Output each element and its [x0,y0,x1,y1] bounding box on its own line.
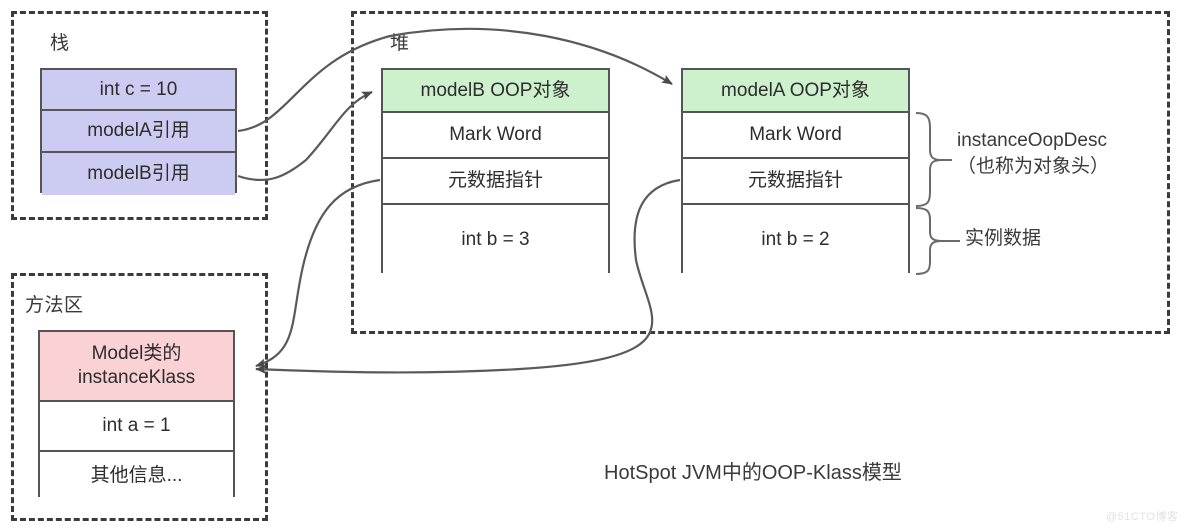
region-stack-label: 栈 [50,33,70,54]
modelA-mark-word: Mark Word [683,113,908,159]
region-method-area [11,273,268,521]
modelB-instance-data: int b = 3 [383,205,608,275]
modelA-oop-header: modelA OOP对象 [683,70,908,113]
modelA-metadata-pointer: 元数据指针 [683,159,908,205]
modelA-oop-object: modelA OOP对象 Mark Word 元数据指针 int b = 2 [681,68,910,275]
stack-cell-modelA-ref: modelA引用 [42,111,235,153]
modelB-oop-object: modelB OOP对象 Mark Word 元数据指针 int b = 3 [381,68,610,275]
stack-cell-modelB-ref: modelB引用 [42,153,235,195]
instanceKlass-int-a: int a = 1 [40,402,233,452]
annotation-instance-oop-desc: instanceOopDesc （也称为对象头） [957,130,1110,177]
region-heap-label: 堆 [390,33,410,54]
modelB-oop-header: modelB OOP对象 [383,70,608,113]
modelA-instance-data: int b = 2 [683,205,908,275]
instanceKlass-header: Model类的 instanceKlass [40,332,233,402]
model-instanceKlass-box: Model类的 instanceKlass int a = 1 其他信息... [38,330,235,499]
stack-frame-box: int c = 10 modelA引用 modelB引用 [40,68,237,195]
stack-cell-int-c: int c = 10 [42,70,235,111]
diagram-caption: HotSpot JVM中的OOP-Klass模型 [604,462,902,484]
annotation-instance-data: 实例数据 [965,228,1042,249]
modelB-metadata-pointer: 元数据指针 [383,159,608,205]
modelB-mark-word: Mark Word [383,113,608,159]
watermark: @51CTO博客 [1106,511,1179,523]
instanceKlass-other-info: 其他信息... [40,452,233,499]
region-method-area-label: 方法区 [25,295,84,316]
